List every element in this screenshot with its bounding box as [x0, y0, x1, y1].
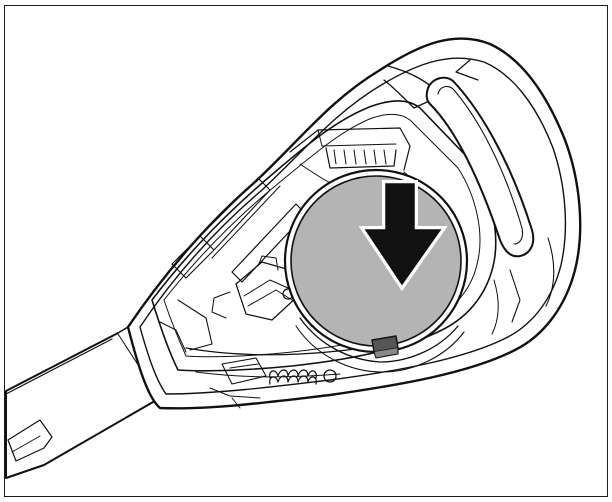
- down-arrow-icon: [358, 180, 448, 292]
- spring-contact-icon: [269, 369, 317, 385]
- coin-battery-icon: [283, 168, 469, 373]
- battery-latch-icon: [371, 335, 399, 359]
